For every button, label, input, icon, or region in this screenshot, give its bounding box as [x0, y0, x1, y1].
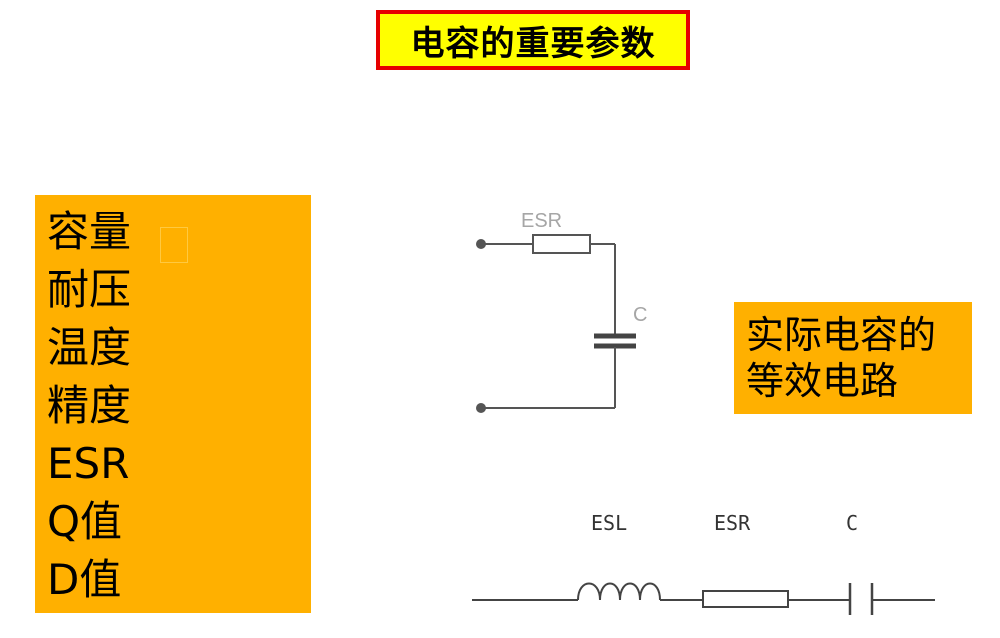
esr-resistor [532, 234, 591, 254]
parameter-q-value: Q值 [47, 497, 123, 546]
parameter-temperature: 温度 [47, 323, 132, 372]
equivalent-circuit-label-box: 实际电容的 等效电路 [734, 302, 972, 414]
top-equivalent-circuit [476, 234, 636, 413]
bottom-capacitor-label: C [846, 511, 858, 535]
parameter-esr: ESR [47, 439, 130, 488]
parameter-voltage-rating: 耐压 [47, 265, 132, 314]
parameter-tolerance: 精度 [47, 381, 132, 430]
top-capacitor-label: C [633, 304, 647, 326]
bottom-terminal-dot [476, 403, 486, 413]
equivalent-label-line1: 实际电容的 [746, 313, 937, 357]
parameter-panel: 容量 耐压 温度 精度 ESR Q值 D值 [35, 195, 311, 613]
placeholder-square [160, 227, 188, 263]
bottom-esl-label: ESL [591, 511, 627, 535]
esr-series-resistor [702, 590, 789, 608]
bottom-esr-label: ESR [714, 511, 751, 535]
bottom-series-circuit [472, 582, 935, 615]
top-esr-label: ESR [521, 210, 562, 232]
esl-inductor-coil [577, 582, 661, 601]
parameter-capacity: 容量 [47, 207, 132, 256]
slide-title-box: 电容的重要参数 [376, 10, 690, 70]
parameter-d-value: D值 [47, 555, 122, 604]
parameter-list: 容量 耐压 温度 精度 ESR Q值 D值 [47, 203, 131, 609]
equivalent-label-line2: 等效电路 [746, 359, 899, 403]
slide-title: 电容的重要参数 [410, 23, 656, 64]
